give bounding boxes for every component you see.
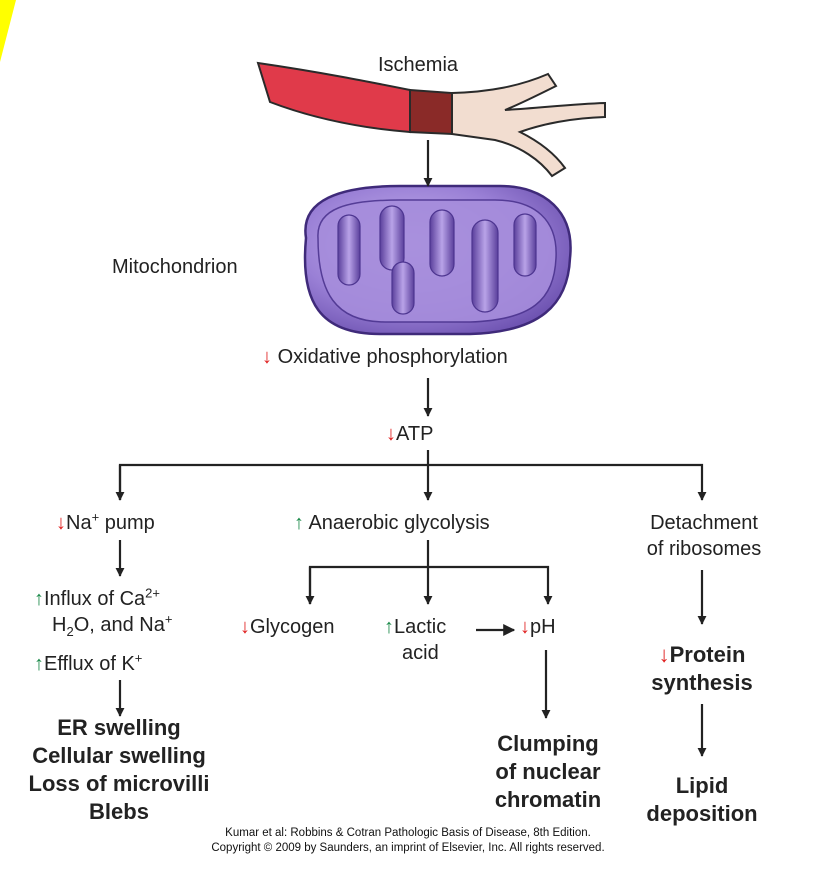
atp-node: ↓ATP <box>386 423 434 445</box>
er-swelling-text: ER swelling <box>57 715 181 740</box>
lactic-acid-node: ↑Lactic acid <box>384 616 447 664</box>
lipid-deposition-outcome: Lipid deposition <box>646 773 758 826</box>
source-credit: Kumar et al: Robbins & Cotran Pathologic… <box>211 827 605 854</box>
increase-arrow-icon: ↑ <box>34 653 44 675</box>
decrease-arrow-icon: ↓ <box>386 423 396 445</box>
potassium-efflux-node: ↑Efflux of K+ <box>34 650 143 675</box>
protein-synthesis-node: ↓Protein synthesis <box>651 642 753 695</box>
increase-arrow-icon: ↑ <box>384 616 394 638</box>
ph-node: ↓pH <box>520 616 556 638</box>
mitochondrion-illustration <box>303 184 572 336</box>
yellow-corner-mark <box>0 0 16 62</box>
ischemia-label: Ischemia <box>378 54 459 76</box>
loss-of-microvilli-text: Loss of microvilli <box>28 771 210 796</box>
decrease-arrow-icon: ↓ <box>262 346 272 368</box>
increase-arrow-icon: ↑ <box>34 588 44 610</box>
blebs-text: Blebs <box>89 799 149 824</box>
decrease-arrow-icon: ↓ <box>520 616 530 638</box>
glycogen-node: ↓Glycogen <box>240 616 335 638</box>
na-pump-node: ↓Na+ pump <box>56 509 155 534</box>
decrease-arrow-icon: ↓ <box>658 642 670 667</box>
anaerobic-glycolysis-node: ↑ Anaerobic glycolysis <box>294 512 490 534</box>
decrease-arrow-icon: ↓ <box>56 512 66 534</box>
detachment-ribosomes-node: Detachment of ribosomes <box>646 512 762 560</box>
cell-swelling-outcomes: ER swelling Cellular swelling Loss of mi… <box>6 714 232 826</box>
cellular-swelling-text: Cellular swelling <box>32 743 206 768</box>
artery-illustration <box>256 61 606 178</box>
mitochondrion-label: Mitochondrion <box>112 256 238 278</box>
decrease-arrow-icon: ↓ <box>240 616 250 638</box>
oxidative-phosphorylation-node: ↓ Oxidative phosphorylation <box>262 346 508 368</box>
ion-influx-node: ↑Influx of Ca2+ H2O, and Na+ <box>34 585 173 639</box>
flow-arrows <box>115 140 707 757</box>
increase-arrow-icon: ↑ <box>294 512 304 534</box>
chromatin-clumping-outcome: Clumping of nuclear chromatin <box>494 731 602 812</box>
